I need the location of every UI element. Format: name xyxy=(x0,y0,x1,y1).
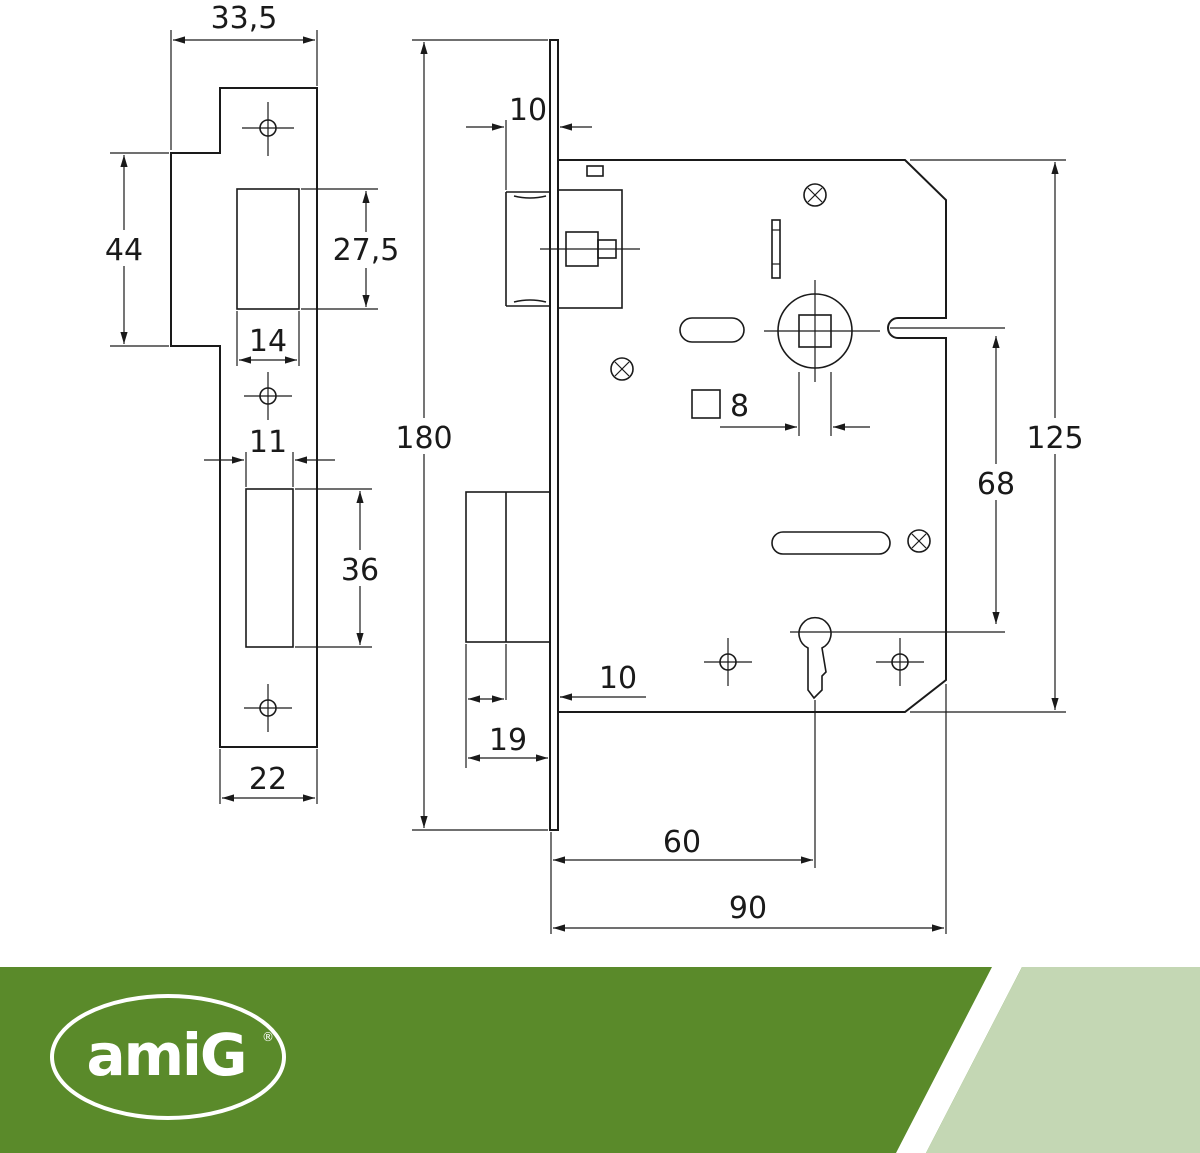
square-spindle-icon xyxy=(764,280,880,382)
footer-white-stripe xyxy=(896,967,1022,1153)
keyhole-icon xyxy=(790,616,1005,700)
dim-upper-slot-width: 14 xyxy=(249,324,287,359)
screw-hole-icon xyxy=(242,102,294,156)
screw-hole-icon xyxy=(876,638,924,686)
screw-hole-icon xyxy=(244,372,292,420)
dim-faceplate-bottom: 10 xyxy=(599,661,637,696)
brand-footer: amiG ® xyxy=(0,967,1200,1153)
dim-upper-slot-height: 27,5 xyxy=(333,233,400,268)
dead-bolt xyxy=(465,491,551,643)
dim-strike-height-44: 44 xyxy=(105,233,143,268)
technical-drawing: 33,5 44 27,5 14 11 36 22 xyxy=(100,1,1088,934)
cross-screw-icon xyxy=(907,529,931,553)
registered-mark: ® xyxy=(262,1030,274,1044)
screw-hole-icon xyxy=(704,638,752,686)
faceplate xyxy=(549,39,559,831)
dim-total-height: 180 xyxy=(395,421,452,456)
dim-case-height: 125 xyxy=(1026,421,1083,456)
lock-case xyxy=(557,159,947,713)
footer-light-green-panel xyxy=(926,967,1200,1153)
latch-bolt xyxy=(505,189,640,309)
dim-spindle-square: 8 xyxy=(730,389,749,424)
dim-case-depth: 90 xyxy=(729,891,767,926)
dim-latch-projection: 19 xyxy=(489,723,527,758)
dim-lower-slot-height: 36 xyxy=(341,553,379,588)
strike-plate: 33,5 44 27,5 14 11 36 22 xyxy=(100,1,402,804)
dim-faceplate-top: 10 xyxy=(509,93,547,128)
dim-strike-width-top: 33,5 xyxy=(211,1,278,36)
dim-backset: 60 xyxy=(663,825,701,860)
lock-body: 8 10 180 68 125 10 1 xyxy=(388,39,1088,934)
strike-lower-slot xyxy=(245,488,294,648)
screw-hole-icon xyxy=(244,684,292,732)
logo-text: amiG xyxy=(86,1021,245,1089)
dim-center-distance: 68 xyxy=(977,467,1015,502)
dim-strike-width-bottom: 22 xyxy=(249,762,287,797)
amig-logo: amiG ® xyxy=(50,994,286,1120)
strike-upper-slot xyxy=(236,188,300,310)
dim-lower-slot-width: 11 xyxy=(249,425,287,460)
cross-screw-icon xyxy=(610,357,634,381)
cross-screw-icon xyxy=(803,183,827,207)
